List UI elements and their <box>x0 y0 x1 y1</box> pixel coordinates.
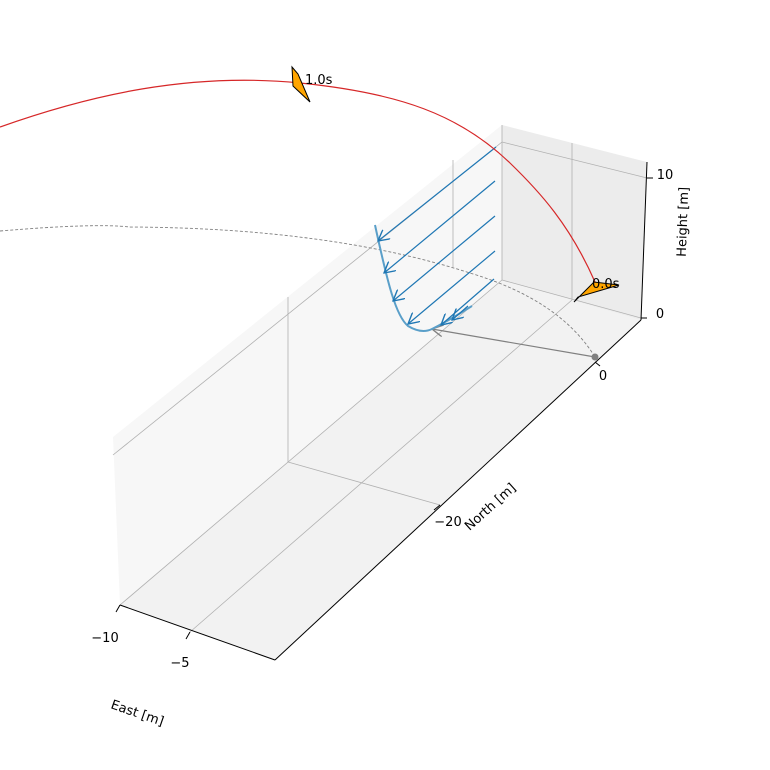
marker-label-0s: 0.0s <box>592 277 620 292</box>
grid-line <box>287 461 441 506</box>
wind-vector-arrow <box>384 180 496 273</box>
z-axis-label: Height [m] <box>675 187 692 257</box>
x-tick <box>185 631 191 640</box>
wind-vector-arrow <box>441 278 495 325</box>
grid-line <box>501 141 648 179</box>
wind-vector-arrow <box>408 250 496 324</box>
tick-labels: −10 −5 −20 0 0 10 <box>91 168 673 671</box>
pane-group <box>113 125 647 660</box>
z-axis-line <box>640 161 648 321</box>
y-tick-label: 0 <box>599 369 607 384</box>
y-axis-line <box>274 319 642 661</box>
grid-line <box>501 279 642 319</box>
x-axis-label: East [m] <box>109 698 166 730</box>
y-axis-label: North [m] <box>462 481 519 535</box>
wind-vector-arrow <box>393 215 496 301</box>
x-tick <box>115 604 121 613</box>
wind-vector-arrow <box>378 146 497 241</box>
glider-marker-0s <box>573 281 620 303</box>
z-tick-label: 10 <box>657 168 674 183</box>
x-axis-line <box>119 604 276 661</box>
origin-marker <box>591 353 599 361</box>
x-tick-label: −5 <box>170 656 189 671</box>
z-tick-label: 0 <box>656 307 664 322</box>
trajectory-line <box>0 79 596 283</box>
pane-back-wall <box>113 125 502 605</box>
glider-marker-1s <box>291 65 311 103</box>
y-tick-label: −20 <box>434 515 461 530</box>
pane-floor <box>120 280 641 660</box>
x-tick-label: −10 <box>91 631 118 646</box>
reference-arrow <box>432 329 596 358</box>
wind-vector-arrow <box>452 305 469 320</box>
y-tick <box>433 504 441 511</box>
pane-side-wall <box>502 125 647 320</box>
axes <box>115 161 653 661</box>
y-tick <box>594 361 601 367</box>
marker-label-1s: 1.0s <box>305 73 333 88</box>
wind-vectors <box>378 146 497 325</box>
grid-line <box>189 299 573 633</box>
